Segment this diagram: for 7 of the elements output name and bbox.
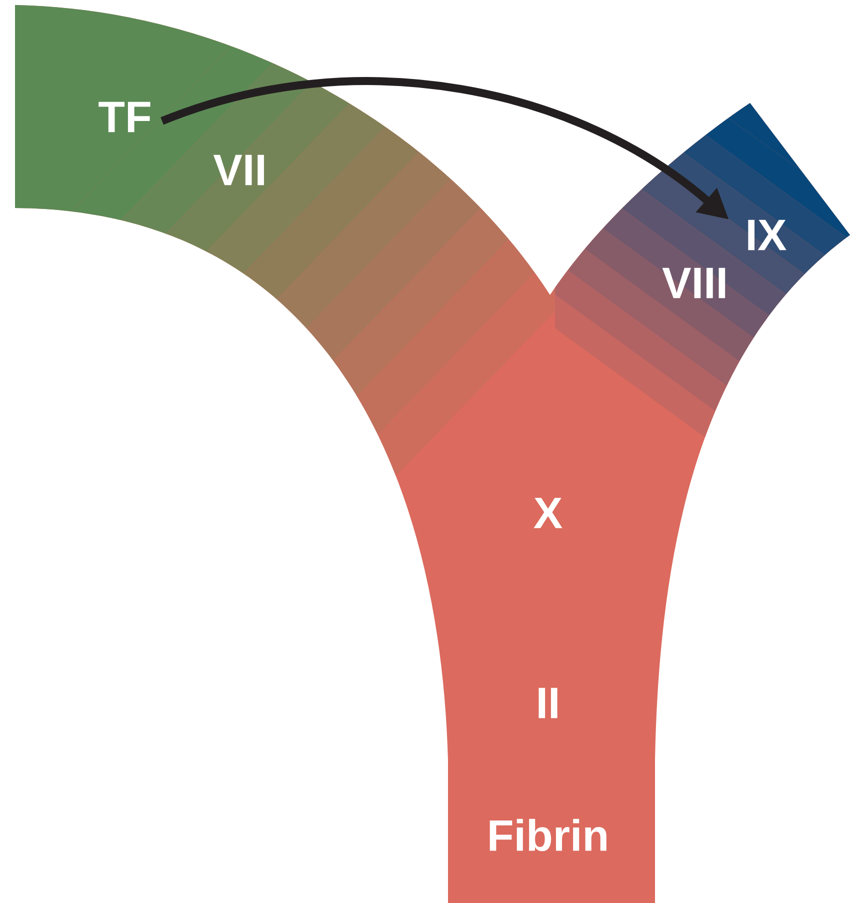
factor-label: VII	[213, 154, 264, 186]
factor-label: VIII	[662, 268, 726, 298]
factor-label: II	[538, 688, 558, 718]
factor-label: IX	[748, 220, 786, 250]
factor-label: Fibrin	[490, 818, 606, 852]
factor-label: TF	[98, 102, 150, 132]
factor-label: X	[534, 498, 562, 528]
